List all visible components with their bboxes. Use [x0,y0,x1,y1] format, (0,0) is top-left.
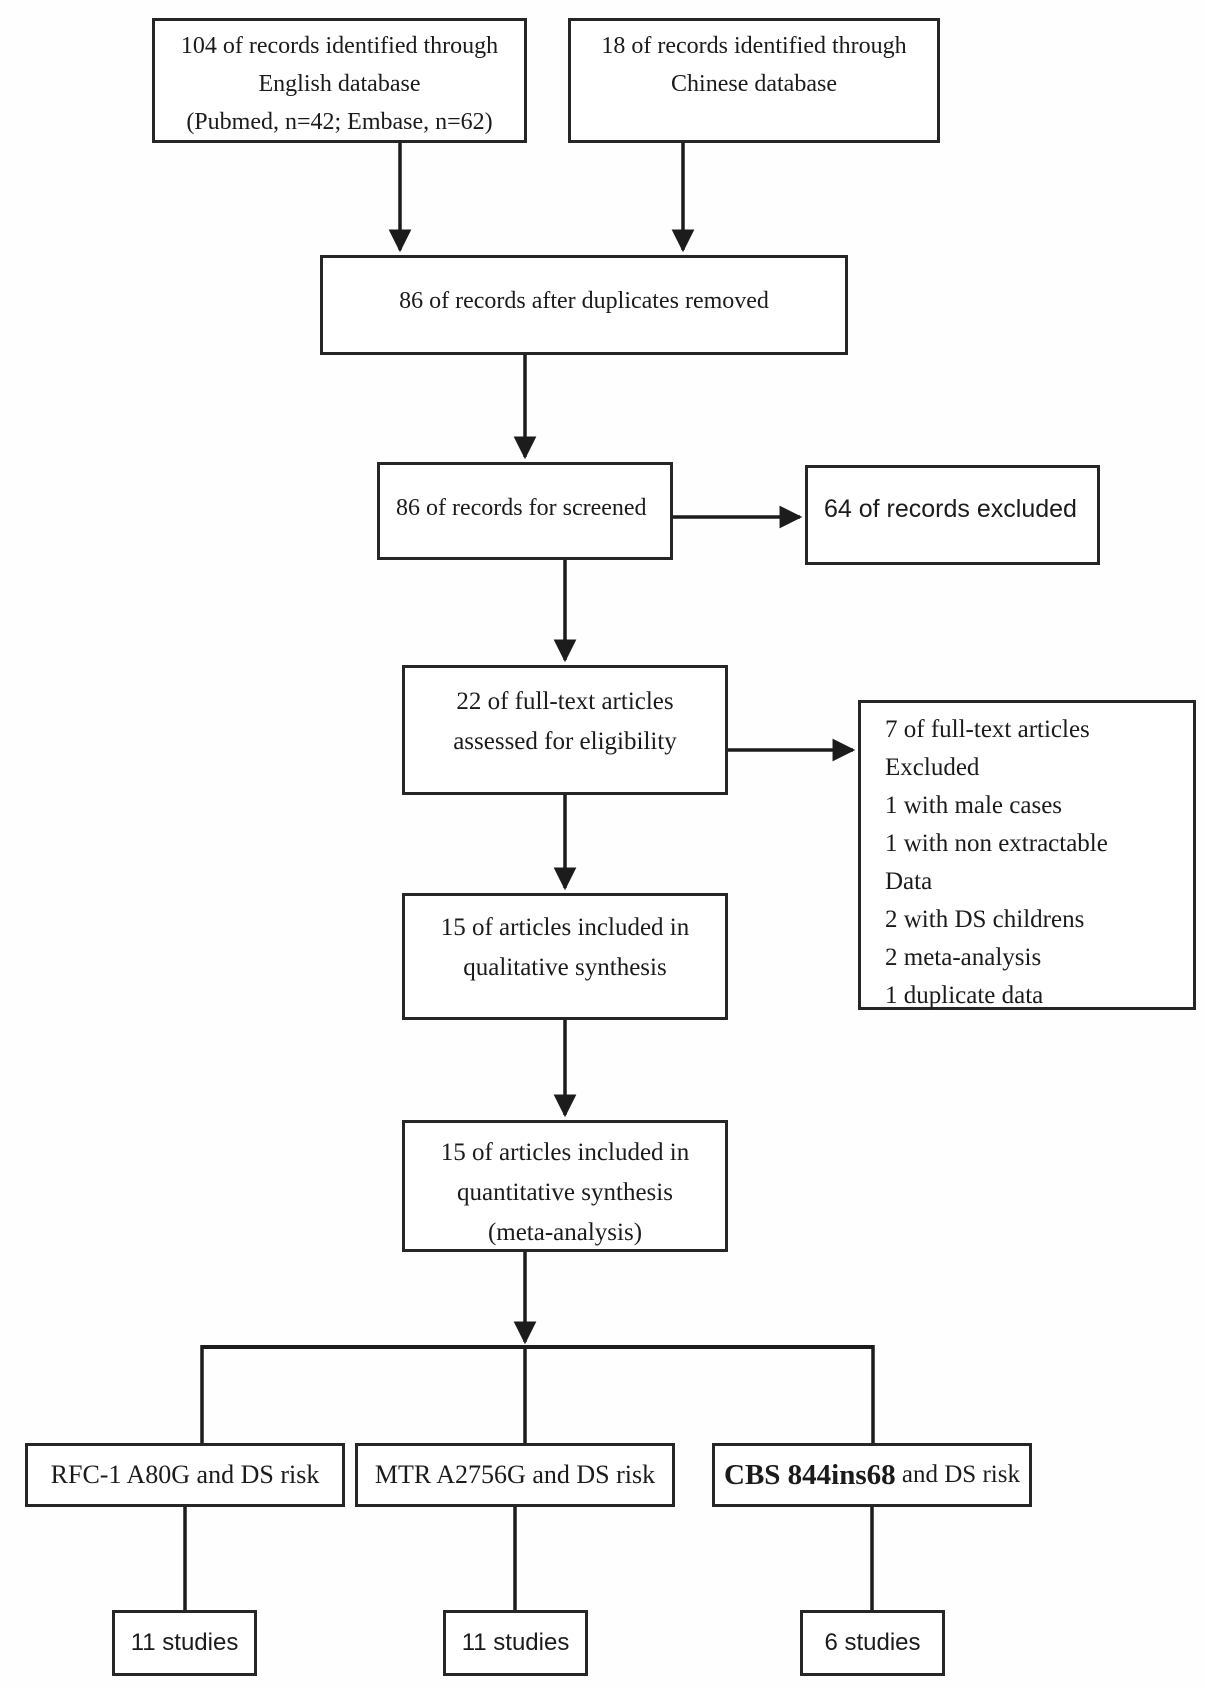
box-cbs-studies-count: 6 studies [800,1610,945,1676]
box-reasons-line-7: 2 meta-analysis [885,944,1042,971]
box-reasons-line-6: 2 with DS childrens [885,906,1085,933]
box-duplicates-text: 86 of records after duplicates removed [399,288,769,314]
box-excluded-text: 64 of records excluded [824,495,1077,523]
box-qualitative-synthesis: 15 of articles included in qualitative s… [402,893,728,1020]
box-screened-text: 86 of records for screened [396,495,647,521]
box-english-line-2: English database [258,71,421,97]
box-reasons-line-5: Data [885,868,933,895]
box-rfc1-studies-count: 11 studies [112,1610,257,1676]
box-fulltext-exclusion-reasons: 7 of full-text articles Excluded 1 with … [858,700,1196,1010]
box-duplicates-removed: 86 of records after duplicates removed [320,255,848,355]
box-cbs-844ins68-risk: CBS 844ins68 and DS risk [712,1443,1032,1507]
box-qualitative-line-2: qualitative synthesis [463,954,667,981]
box-english-database-records: 104 of records identified through Englis… [152,18,527,143]
box-mtr-studies-count: 11 studies [443,1610,588,1676]
box-cbs-text-emphasis: CBS 844ins68 [724,1459,896,1491]
box-quantitative-line-1: 15 of articles included in [440,1139,690,1166]
box-english-line-1: 104 of records identified through [180,33,499,59]
box-fulltext-line-2: assessed for eligibility [453,728,677,755]
box-mtr-text: MTR A2756G and DS risk [374,1460,656,1489]
box-reasons-line-3: 1 with male cases [885,792,1063,819]
box-rfc1-studies-text: 11 studies [130,1629,239,1656]
box-reasons-line-1: 7 of full-text articles [885,716,1090,743]
box-reasons-line-4: 1 with non extractable [885,830,1108,857]
box-fulltext-assessed: 22 of full-text articles assessed for el… [402,665,728,795]
box-quantitative-line-2: quantitative synthesis [457,1179,673,1206]
box-reasons-line-8: 1 duplicate data [885,982,1044,1009]
box-cbs-text-rest: and DS risk [895,1461,1020,1488]
box-quantitative-synthesis: 15 of articles included in quantitative … [402,1120,728,1252]
box-qualitative-line-1: 15 of articles included in [440,914,690,941]
box-chinese-database-records: 18 of records identified through Chinese… [568,18,940,143]
box-fulltext-line-1: 22 of full-text articles [456,688,674,715]
box-chinese-line-1: 18 of records identified through [601,33,907,59]
box-cbs-studies-text: 6 studies [824,1629,921,1656]
box-reasons-line-2: Excluded [885,754,980,781]
box-chinese-line-2: Chinese database [671,71,837,97]
box-mtr-studies-text: 11 studies [461,1629,570,1656]
box-english-line-3: (Pubmed, n=42; Embase, n=62) [186,109,493,135]
box-records-excluded: 64 of records excluded [805,465,1100,565]
box-rfc1-a80g-risk: RFC-1 A80G and DS risk [25,1443,345,1507]
box-mtr-a2756g-risk: MTR A2756G and DS risk [355,1443,675,1507]
box-quantitative-line-3: (meta-analysis) [487,1219,643,1246]
box-records-screened: 86 of records for screened [377,462,673,560]
box-rfc1-text: RFC-1 A80G and DS risk [50,1460,320,1489]
